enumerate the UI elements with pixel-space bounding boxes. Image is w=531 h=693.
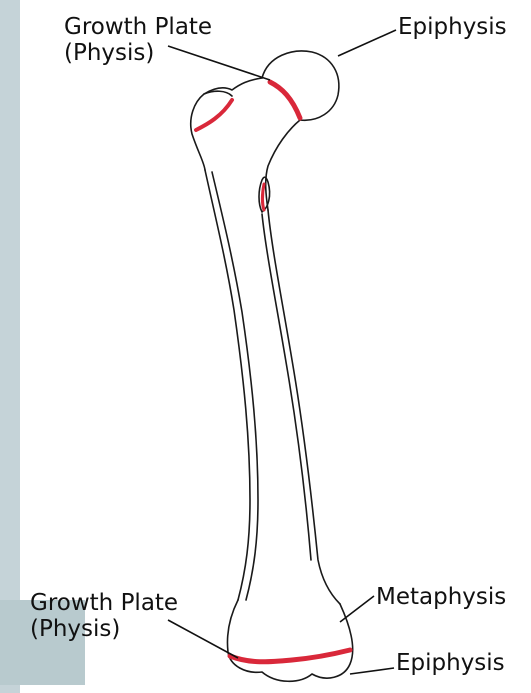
bottom-epiphysis-label: Epiphysis	[396, 650, 505, 676]
top-epiphysis-label: Epiphysis	[398, 14, 507, 40]
shaft-right-outer	[268, 210, 340, 604]
top-physis-text: (Physis)	[64, 40, 212, 66]
bottom-growth-plate-label: Growth Plate (Physis)	[30, 590, 178, 642]
distal-condyles-outline	[227, 600, 352, 681]
femoral-neck-outline	[266, 120, 300, 210]
top-growth-plate-label: Growth Plate (Physis)	[64, 14, 212, 66]
leader-top-epiphysis	[338, 30, 396, 56]
bottom-growth-plate-text: Growth Plate	[30, 590, 178, 616]
shaft-left-outer	[205, 170, 250, 600]
trochanter-notch	[204, 91, 232, 96]
top-growth-plate-text: Growth Plate	[64, 14, 212, 40]
bottom-physis-text: (Physis)	[30, 616, 178, 642]
lesser-trochanter-growth-plate	[263, 184, 265, 210]
metaphysis-label: Metaphysis	[376, 584, 506, 610]
leader-metaphysis	[340, 596, 374, 622]
shaft-right-inner	[262, 214, 311, 560]
bottom-growth-plate	[230, 650, 350, 662]
top-growth-plate-trochanter	[196, 100, 232, 130]
top-growth-plate-head	[270, 82, 300, 118]
leader-bottom-epiphysis	[350, 668, 394, 674]
